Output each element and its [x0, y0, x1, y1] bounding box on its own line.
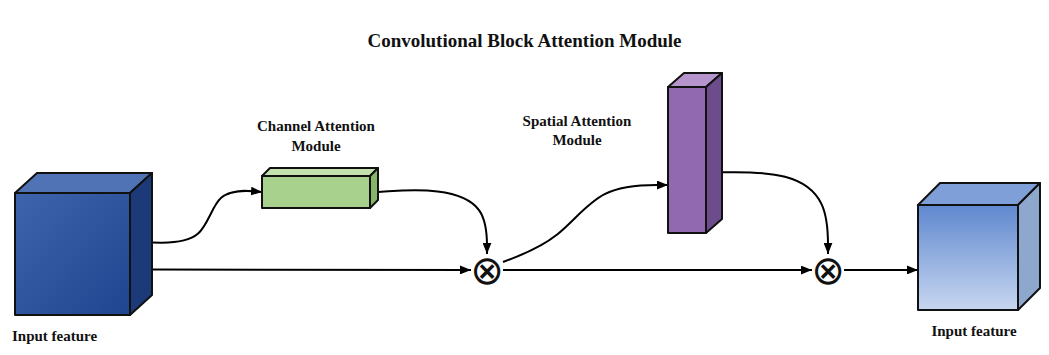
flow-arrow [844, 269, 918, 271]
output-feature-cube: Input feature [918, 183, 1040, 310]
flow-arrow [722, 172, 828, 254]
flow-arrow [378, 190, 487, 254]
shape-outline [15, 173, 152, 315]
shape-face [918, 205, 1018, 310]
shape-outline [918, 183, 1040, 310]
shape-face [370, 168, 378, 208]
flow-arrow [152, 269, 471, 271]
shape-face [1018, 183, 1040, 310]
node-label: Spatial Attention Module [502, 112, 652, 151]
multiply-operator: ⊗ [471, 254, 503, 286]
shape-face [668, 87, 706, 233]
multiply-operator: ⊗ [812, 254, 844, 286]
node-label: Channel Attention Module [241, 117, 391, 156]
multiply-symbol: ⊗ [470, 250, 504, 290]
shape-face [262, 168, 378, 176]
channel-attention-box: Channel Attention Module [262, 168, 378, 208]
shape-face [15, 173, 152, 193]
diagram-title: Convolutional Block Attention Module [0, 30, 1049, 52]
input-feature-cube: Input feature [15, 173, 152, 315]
spatial-attention-slab: Spatial Attention Module [668, 73, 722, 233]
shape-face [15, 193, 130, 315]
shape-outline [668, 73, 722, 233]
multiply-symbol: ⊗ [811, 250, 845, 290]
node-label: Input feature [931, 322, 1016, 342]
shape-face [262, 176, 370, 208]
node-label: Input feature [12, 327, 97, 347]
shape-face [706, 73, 722, 233]
shape-outline [262, 168, 378, 208]
shape-face [130, 173, 152, 315]
flow-arrow [503, 185, 668, 262]
flow-arrow [503, 269, 812, 271]
flow-arrow [152, 191, 262, 243]
